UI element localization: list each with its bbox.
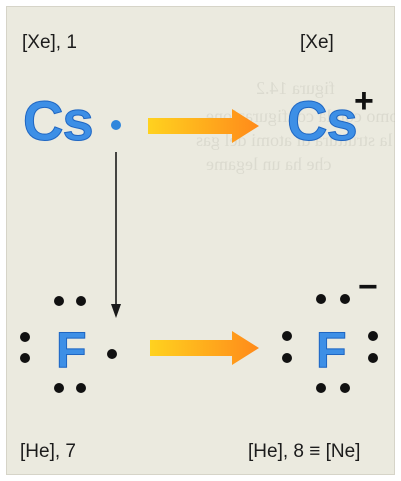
f-electron <box>107 349 117 359</box>
cs-ion-charge: + <box>354 82 374 120</box>
diagram-panel: figura 14.2 atomo con la configurazione … <box>6 6 395 475</box>
cs-ion-symbol: Cs <box>287 89 359 152</box>
f-electron <box>76 383 86 393</box>
cs-config-label: [Xe], 1 <box>22 32 77 53</box>
f-electron <box>20 332 30 342</box>
f-electron <box>76 296 86 306</box>
f-ion-electron <box>368 331 378 341</box>
cs-valence-electron <box>111 120 121 130</box>
f-electron <box>54 296 64 306</box>
f-ion-electron <box>340 294 350 304</box>
reaction-arrow-icon <box>150 331 259 365</box>
f-ion-electron <box>340 383 350 393</box>
f-ion-electron <box>282 353 292 363</box>
cs-atom-symbol: Cs <box>23 89 95 152</box>
reaction-arrow-icon <box>148 109 259 143</box>
f-ion-config-label: [He], 8 ≡ [Ne] <box>248 441 361 462</box>
f-ion-charge: − <box>358 268 378 306</box>
f-ion-electron <box>368 353 378 363</box>
f-ion-electron <box>316 294 326 304</box>
f-ion-electron <box>316 383 326 393</box>
f-ion-electron <box>282 331 292 341</box>
electron-transfer-arrow-icon <box>111 152 121 318</box>
cs-ion-config-label: [Xe] <box>300 32 334 53</box>
f-electron <box>54 383 64 393</box>
f-config-label: [He], 7 <box>20 441 76 462</box>
f-atom-symbol: F <box>56 322 88 378</box>
f-ion-symbol: F <box>316 322 348 378</box>
f-electron <box>20 353 30 363</box>
